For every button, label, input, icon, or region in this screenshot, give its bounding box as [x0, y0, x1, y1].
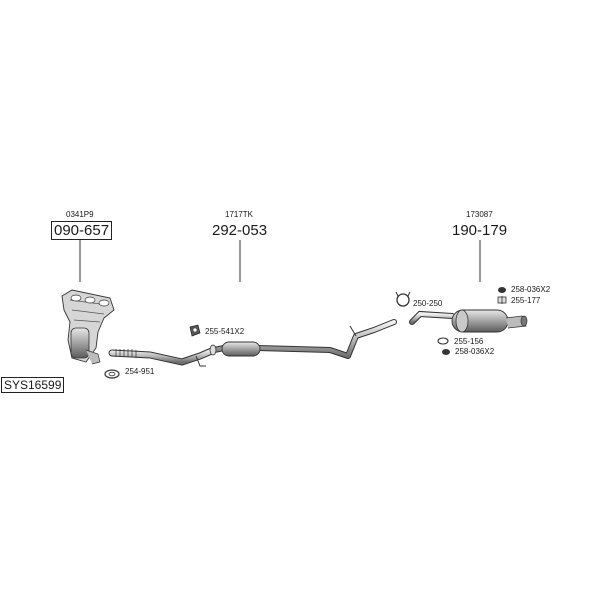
clamp-icon[interactable] [395, 291, 411, 307]
rubber-mount-icon[interactable] [189, 324, 201, 337]
system-id-label: SYS16599 [1, 377, 65, 393]
rubber-top-label[interactable]: 258-036X2 [511, 285, 551, 294]
ring-icon[interactable] [437, 337, 449, 345]
middle-code: 1717TK [225, 210, 254, 219]
gasket-front-label[interactable]: 254-951 [125, 367, 155, 376]
rear-code: 173087 [466, 210, 493, 219]
rubber-ring-bottom-icon[interactable] [442, 349, 450, 355]
bracket-icon[interactable] [497, 296, 507, 304]
manifold-part-number[interactable]: 090-657 [51, 221, 113, 240]
rear-part-number[interactable]: 190-179 [452, 222, 508, 239]
clamp-label[interactable]: 250-250 [413, 299, 443, 308]
manifold-catalyst-part[interactable] [61, 289, 115, 365]
rear-muffler-part[interactable] [409, 309, 528, 333]
leader-lines [79, 240, 481, 282]
bracket-top-label[interactable]: 255-177 [511, 296, 541, 305]
front-flex-pipe-part[interactable] [108, 346, 218, 367]
ring-bottom-label[interactable]: 255-156 [454, 337, 484, 346]
middle-muffler-part[interactable] [209, 319, 397, 359]
rubber-ring-top-icon[interactable] [498, 287, 506, 293]
manifold-code: 0341P9 [66, 210, 94, 219]
gasket-icon[interactable] [104, 369, 120, 379]
middle-part-number[interactable]: 292-053 [212, 222, 268, 239]
mount-mid-label[interactable]: 255-541X2 [205, 327, 245, 336]
rubber-bottom-label[interactable]: 258-036X2 [455, 347, 495, 356]
